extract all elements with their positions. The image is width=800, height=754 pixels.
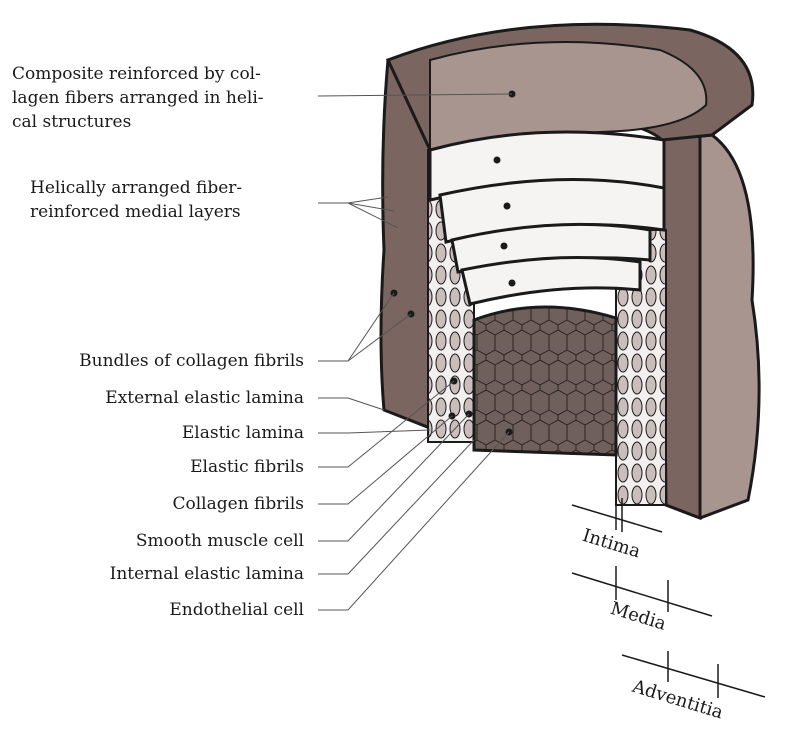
medial-layer-4	[460, 256, 642, 306]
label-smooth-muscle: Smooth muscle cell	[135, 531, 304, 551]
adventitia-right-cut	[660, 133, 702, 521]
label-endothelial: Endothelial cell	[169, 600, 304, 620]
label-composite-line1: Composite reinforced by col-	[12, 64, 261, 84]
label-bundles: Bundles of collagen fibrils	[79, 351, 304, 371]
label-elastic-lamina: Elastic lamina	[181, 423, 304, 443]
label-internal-elastic: Internal elastic lamina	[109, 564, 304, 584]
label-helical-line1: Helically arranged fiber-	[30, 178, 243, 198]
label-helical: Helically arranged fiber- reinforced med…	[30, 176, 304, 224]
adventitia-left-wall	[379, 56, 440, 431]
label-elastic-fibrils: Elastic fibrils	[190, 457, 304, 477]
endothelium	[472, 305, 618, 457]
label-composite-line2: lagen fibers arranged in heli-	[12, 88, 264, 108]
dimension-marks	[571, 498, 766, 698]
label-helical-line2: reinforced medial layers	[30, 202, 241, 222]
label-composite: Composite reinforced by col- lagen fiber…	[12, 62, 304, 134]
label-collagen-fibrils: Collagen fibrils	[172, 494, 305, 514]
label-composite-line3: cal structures	[12, 112, 132, 132]
label-external-elastic: External elastic lamina	[105, 388, 304, 408]
leader-lines	[317, 93, 513, 611]
